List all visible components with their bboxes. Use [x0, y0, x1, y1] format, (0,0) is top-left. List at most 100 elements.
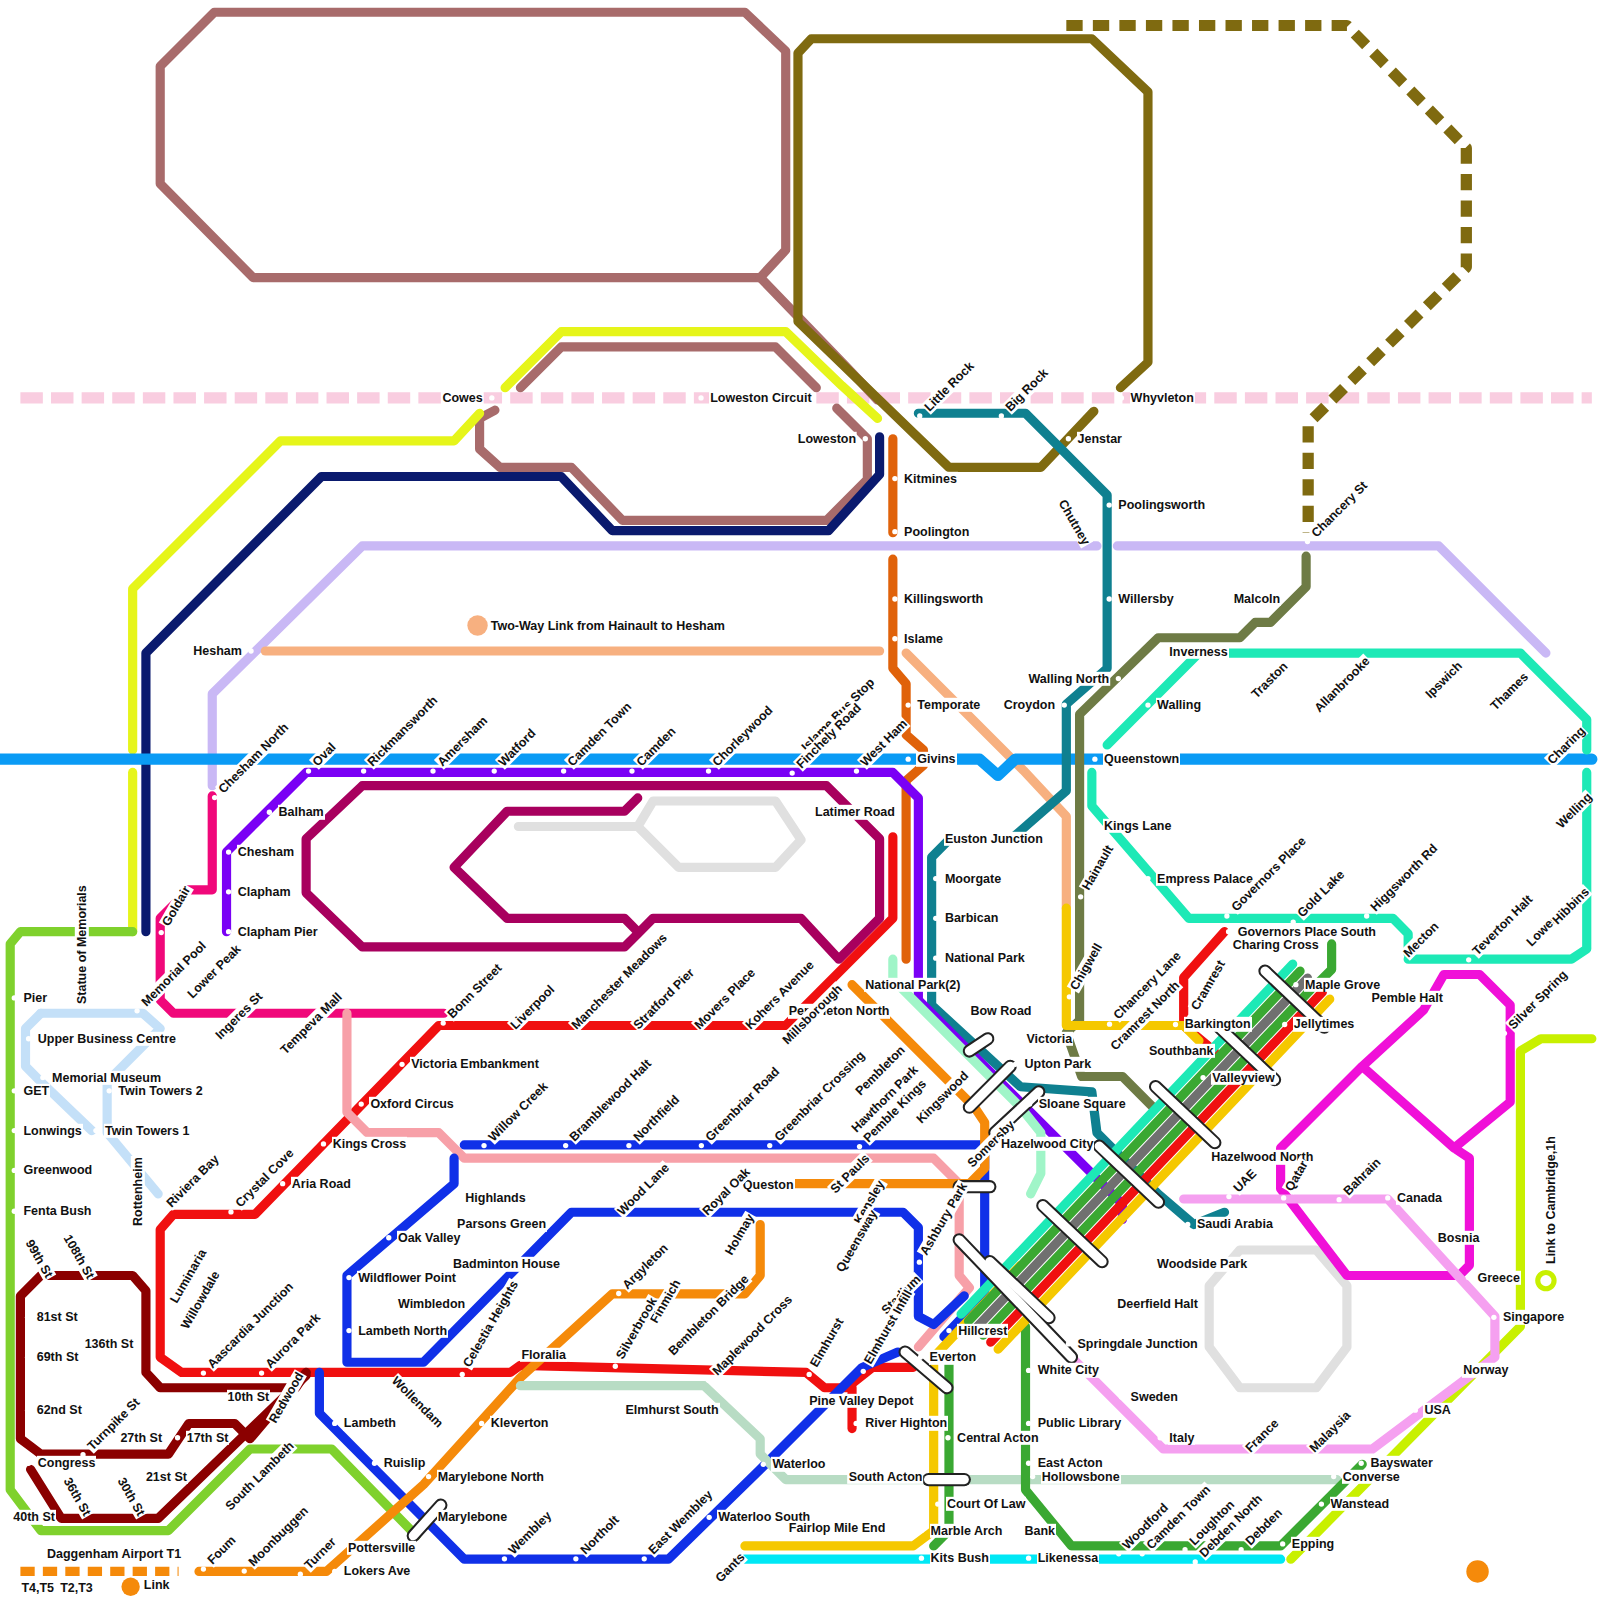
station-dots [12, 395, 1555, 1589]
station-label: Whyvleton [1130, 391, 1195, 405]
station-dot [709, 1584, 714, 1589]
station-dot [26, 1036, 31, 1041]
station-dot [823, 1195, 828, 1200]
station-dot [849, 1097, 854, 1102]
metro-line [20, 1567, 178, 1576]
station-dot [280, 1181, 285, 1186]
station-label: Central Acton [956, 1431, 1040, 1445]
station-label: Charing [1544, 723, 1589, 768]
station-dot [1015, 1036, 1020, 1041]
station-label: Marble Arch [930, 1523, 1004, 1537]
station-dot [1116, 676, 1121, 681]
station-dot [12, 1209, 17, 1214]
interchange-outline [1156, 1087, 1215, 1143]
station-dot [1418, 700, 1423, 705]
station-dot [1319, 1501, 1324, 1506]
station-label: Pine Valley Depot [808, 1394, 914, 1408]
station-label: 40th St [12, 1510, 56, 1524]
station-label: Epping [1291, 1537, 1335, 1551]
metro-line [20, 1276, 306, 1455]
station-label: River Highton [864, 1416, 948, 1430]
station-label: Statue of Memorials [74, 884, 88, 1005]
station-label: Camden Town [564, 699, 635, 770]
station-label: UAE [1230, 1166, 1260, 1196]
symbol-circle [1466, 1560, 1488, 1582]
station-label: Link to Cambridge,1h [1544, 1136, 1558, 1266]
station-label: Victoria Embankment [410, 1057, 540, 1071]
station-dot [706, 1378, 711, 1383]
station-label: Queenstown [1103, 752, 1180, 766]
station-label: Barbican [944, 911, 1000, 925]
station-label: Barkington [1184, 1017, 1252, 1031]
station-dot [1224, 913, 1229, 918]
station-dot [321, 1141, 326, 1146]
station-label: Chancery St [1308, 478, 1371, 541]
metro-line [160, 837, 913, 1388]
station-label: Ingeres St [212, 989, 266, 1043]
station-dot [386, 1301, 391, 1306]
station-dot [892, 596, 897, 601]
station-label: Elmhurst [807, 1315, 848, 1371]
station-label: South Lambeth [221, 1438, 297, 1514]
station-dot [1104, 1052, 1109, 1057]
station-label: Wildflower Point [357, 1270, 457, 1284]
station-label: 30th St [114, 1474, 148, 1519]
station-label: Cramrest [1188, 957, 1229, 1013]
station-label: Bosnia [1437, 1231, 1481, 1245]
station-label: Latimer Road [814, 805, 896, 819]
station-dot [790, 770, 795, 775]
station-dot [346, 1328, 351, 1333]
station-dot [933, 916, 938, 921]
interchange-link [1043, 1206, 1102, 1262]
station-label: Fenta Bush [22, 1204, 92, 1218]
symbol-circle [467, 615, 487, 635]
station-dot [1303, 1454, 1308, 1459]
station-label: Charing Cross [1232, 938, 1320, 952]
station-dot [1173, 1022, 1178, 1027]
station-dot [359, 1101, 364, 1106]
station-label: Goldair [159, 882, 194, 929]
station-dot [1182, 1547, 1187, 1552]
station-dot [1106, 1301, 1111, 1306]
station-label: Sweden [1130, 1390, 1179, 1404]
metro-line [347, 1158, 964, 1362]
station-dot [1541, 766, 1546, 771]
station-dot [959, 1009, 964, 1014]
station-dot [613, 1364, 618, 1369]
station-dot [25, 1354, 30, 1359]
station-dot [1483, 712, 1488, 717]
station-dot [175, 1435, 180, 1440]
station-label: Islame [903, 632, 944, 646]
station-label: Northfield [630, 1092, 683, 1145]
metro-line [1092, 772, 1408, 954]
station-label: Liverpool [507, 981, 558, 1032]
station-dot [1062, 702, 1067, 707]
station-label: Chorleywood [709, 703, 777, 771]
station-label: Big Rock [1002, 365, 1052, 415]
station-dot [1026, 1461, 1031, 1466]
metro-line [1051, 1199, 1495, 1449]
station-dot [226, 889, 231, 894]
symbol-circles [121, 615, 1554, 1596]
station-dot [306, 768, 311, 773]
station-dot [874, 1316, 879, 1321]
interchange-link [959, 1240, 1071, 1357]
station-label: Turner [301, 1535, 340, 1574]
metro-line [968, 971, 1300, 1321]
station-label: Kitmines [903, 471, 958, 485]
station-label: White City [1037, 1363, 1100, 1377]
station-dot [777, 1525, 782, 1530]
station-dot [1145, 1262, 1150, 1267]
station-dot [854, 768, 859, 773]
metro-line [798, 39, 1148, 468]
station-dot [918, 1354, 923, 1359]
station-dot [1116, 1551, 1121, 1556]
station-label: Kleverton [490, 1416, 550, 1430]
station-label: Highlands [464, 1191, 526, 1205]
station-dot [698, 395, 703, 400]
station-label: 17th St [186, 1431, 230, 1445]
station-label: Victoria [1026, 1032, 1074, 1046]
station-label: 108th St [60, 1231, 98, 1282]
station-dot [1226, 929, 1231, 934]
station-dot [201, 1566, 206, 1571]
